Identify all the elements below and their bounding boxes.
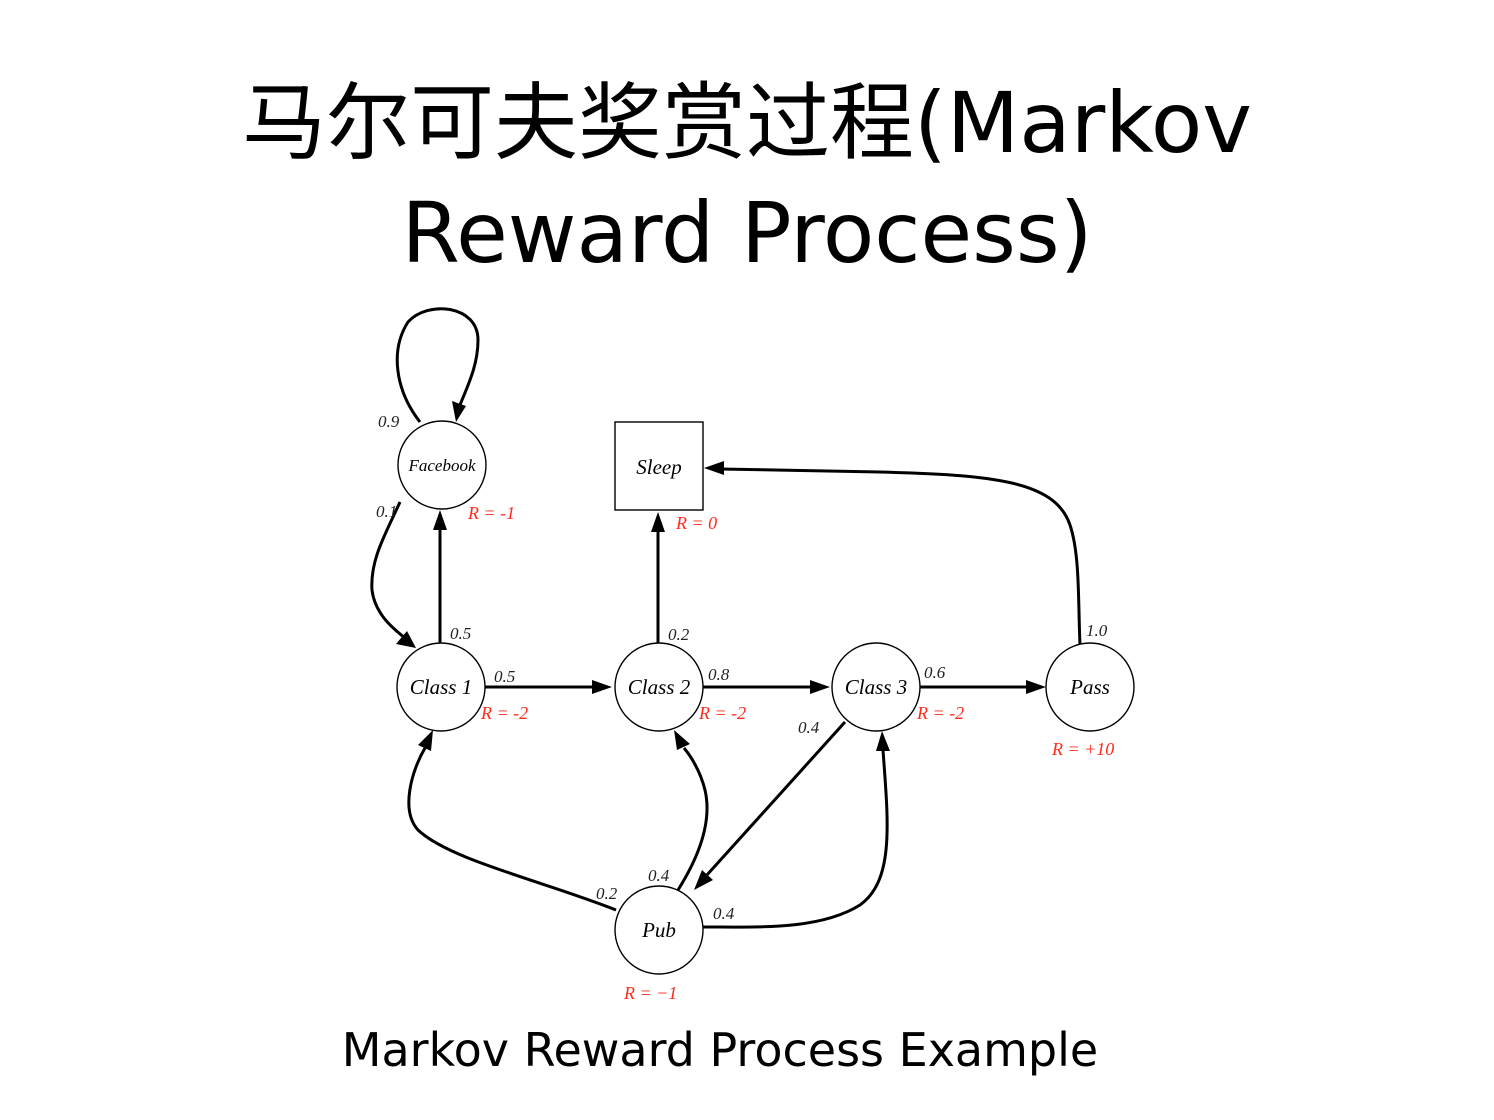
prob-label-facebook-class1: 0.1 bbox=[376, 502, 397, 521]
edge-class3-pub bbox=[704, 720, 847, 878]
arrowhead-pub-class3 bbox=[876, 731, 890, 751]
diagram-caption: Markov Reward Process Example bbox=[341, 1023, 1099, 1077]
node-class3 bbox=[831, 642, 921, 732]
edge-pass-sleep bbox=[719, 467, 1082, 646]
edge-pub-class3 bbox=[701, 749, 889, 929]
arrowhead-class1-class2 bbox=[592, 680, 612, 694]
node-label-pub: Pub bbox=[641, 918, 676, 942]
edges bbox=[370, 307, 1082, 929]
arrowhead-class2-sleep bbox=[651, 512, 665, 532]
reward-label-class2: R = -2 bbox=[698, 703, 746, 723]
arrowhead-facebook-class1 bbox=[396, 631, 416, 648]
probability-labels: 0.9 0.1 0.5 0.5 0.2 0.8 0.6 0.4 1.0 0.2 … bbox=[376, 412, 1108, 923]
edge-pub-class2 bbox=[676, 747, 709, 891]
prob-label-pass-sleep: 1.0 bbox=[1086, 621, 1108, 640]
nodes: Facebook Sleep Class 1 Class 2 Class 3 P… bbox=[396, 420, 1135, 975]
reward-label-facebook: R = -1 bbox=[467, 503, 515, 523]
prob-label-pub-class3: 0.4 bbox=[713, 904, 735, 923]
node-class2 bbox=[614, 642, 704, 732]
node-pass bbox=[1045, 642, 1135, 732]
reward-label-class3: R = -2 bbox=[916, 703, 964, 723]
node-label-pass: Pass bbox=[1069, 675, 1110, 699]
slide-title: 马尔可夫奖赏过程(Markov Reward Process) bbox=[0, 68, 1494, 288]
slide-title-line-2: Reward Process) bbox=[401, 184, 1093, 282]
reward-label-pub: R = −1 bbox=[623, 983, 677, 1003]
edge-facebook-class1 bbox=[370, 501, 406, 640]
arrowhead-class2-class3 bbox=[810, 680, 830, 694]
edge-pub-class1 bbox=[407, 747, 617, 912]
prob-label-pub-class2: 0.4 bbox=[648, 866, 670, 885]
reward-label-class1: R = -2 bbox=[480, 703, 528, 723]
prob-label-class3-pass: 0.6 bbox=[924, 663, 946, 682]
node-pub bbox=[614, 885, 704, 975]
arrowhead-pub-class2 bbox=[674, 730, 690, 750]
prob-label-class2-class3: 0.8 bbox=[708, 665, 730, 684]
node-label-class2: Class 2 bbox=[628, 675, 691, 699]
arrowhead-class1-facebook bbox=[433, 510, 447, 530]
arrowhead-pub-class1 bbox=[418, 730, 433, 751]
slide-title-line-1: 马尔可夫奖赏过程(Markov bbox=[241, 74, 1252, 172]
arrowhead-pass-sleep bbox=[704, 461, 724, 475]
reward-labels: R = -1 R = 0 R = -2 R = -2 R = -2 R = +1… bbox=[467, 503, 1114, 1003]
prob-label-class2-sleep: 0.2 bbox=[668, 625, 690, 644]
prob-label-class1-facebook: 0.5 bbox=[450, 624, 471, 643]
arrowhead-class3-pub bbox=[694, 870, 713, 890]
edge-facebook-facebook bbox=[395, 307, 480, 423]
reward-label-pass: R = +10 bbox=[1051, 739, 1114, 759]
node-label-class1: Class 1 bbox=[410, 675, 472, 699]
prob-label-facebook-facebook: 0.9 bbox=[378, 412, 400, 431]
node-label-class3: Class 3 bbox=[845, 675, 907, 699]
node-facebook bbox=[397, 420, 487, 510]
arrowhead-facebook-facebook bbox=[452, 401, 466, 422]
prob-label-pub-class1: 0.2 bbox=[596, 884, 618, 903]
node-class1 bbox=[396, 642, 486, 732]
node-sleep bbox=[614, 421, 704, 511]
node-label-facebook: Facebook bbox=[407, 456, 475, 475]
arrowhead-class3-pass bbox=[1026, 680, 1046, 694]
node-label-sleep: Sleep bbox=[636, 455, 681, 479]
reward-label-sleep: R = 0 bbox=[675, 513, 717, 533]
prob-label-class1-class2: 0.5 bbox=[494, 667, 515, 686]
prob-label-class3-pub: 0.4 bbox=[798, 718, 820, 737]
